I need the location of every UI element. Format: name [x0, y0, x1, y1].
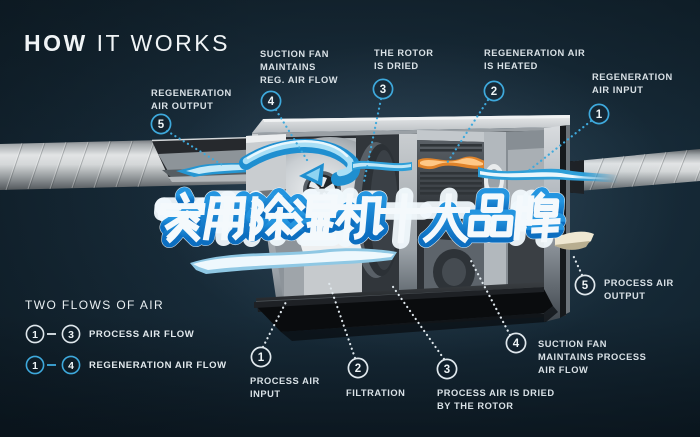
svg-text:1: 1: [258, 352, 265, 364]
svg-text:4: 4: [68, 360, 74, 372]
svg-text:4: 4: [268, 96, 275, 108]
svg-text:4: 4: [513, 338, 520, 350]
svg-text:2: 2: [355, 363, 361, 375]
svg-text:3: 3: [380, 84, 386, 96]
svg-text:1: 1: [32, 360, 38, 372]
svg-text:2: 2: [491, 86, 497, 98]
svg-text:5: 5: [158, 119, 165, 131]
svg-text:5: 5: [582, 280, 589, 292]
svg-text:1: 1: [32, 329, 38, 341]
svg-text:3: 3: [68, 329, 74, 341]
svg-text:1: 1: [596, 109, 603, 121]
svg-text:3: 3: [444, 364, 450, 376]
